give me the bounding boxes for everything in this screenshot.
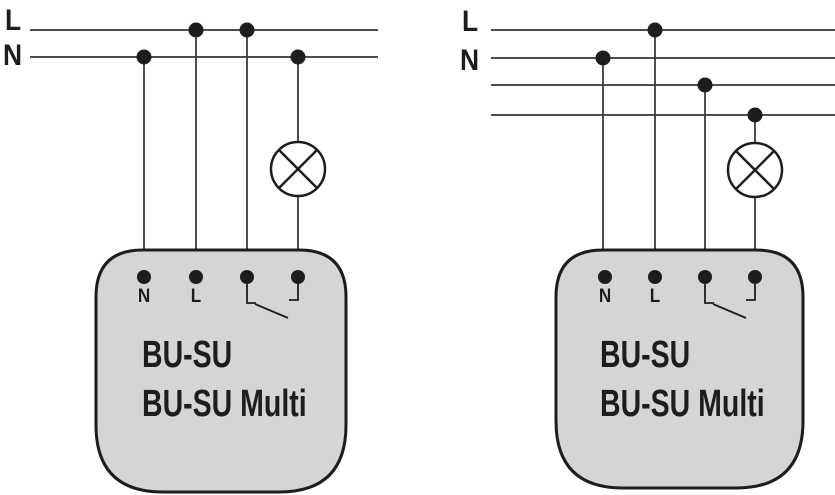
left-bus-label-n: N	[3, 39, 23, 72]
terminal-dot-n	[598, 270, 612, 284]
lamp-icon	[269, 140, 327, 198]
switch-fixed-contact-right	[289, 284, 299, 301]
right-device-name: BU-SU BU-SU Multi	[600, 331, 765, 429]
switch-blade	[254, 303, 289, 319]
right-bus-label-l: L	[462, 5, 479, 38]
right-terminal-label-l: L	[649, 286, 661, 307]
left-terminal-label-l: L	[190, 286, 202, 307]
device-name-line2: BU-SU Multi	[600, 383, 765, 425]
right-junction-dots	[595, 22, 763, 123]
switch-contact-icon	[704, 284, 756, 319]
junction-dot	[188, 22, 204, 38]
right-bus-label-n: N	[460, 44, 480, 77]
junction-dot	[136, 49, 152, 65]
junction-dot	[647, 22, 663, 38]
lamp-cross-stroke	[735, 150, 775, 190]
right-diagram	[491, 22, 835, 490]
terminal-dot-switch-in	[240, 270, 254, 284]
terminal-dot-l	[648, 270, 662, 284]
right-terminal-label-n: N	[598, 286, 612, 307]
terminal-dot-switch-in	[698, 270, 712, 284]
junction-dot	[697, 77, 713, 93]
device-body	[554, 248, 805, 490]
right-terminal-dots	[598, 270, 762, 284]
left-device-name: BU-SU BU-SU Multi	[142, 331, 307, 429]
switch-fixed-contact-left	[704, 284, 714, 304]
left-bus-label-l: L	[5, 4, 22, 37]
junction-dot	[290, 49, 306, 65]
device-name-line2: BU-SU Multi	[142, 383, 307, 425]
device-name-line1: BU-SU	[142, 334, 233, 376]
right-wires	[602, 30, 756, 277]
junction-dot	[239, 22, 255, 38]
left-terminal-dots	[137, 270, 305, 284]
junction-dot	[747, 107, 763, 123]
terminal-dot-l	[189, 270, 203, 284]
device-body	[94, 248, 348, 494]
switch-blade	[712, 303, 747, 319]
lamp-cross-stroke	[278, 149, 318, 189]
terminal-dot-switch-out	[291, 270, 305, 284]
left-junction-dots	[136, 22, 306, 65]
lamp-icon	[726, 141, 784, 199]
left-diagram	[30, 22, 378, 494]
left-terminal-label-n: N	[137, 286, 151, 307]
device-name-line1: BU-SU	[600, 334, 691, 376]
junction-dot	[595, 50, 611, 66]
left-wires	[143, 30, 299, 277]
switch-contact-icon	[246, 284, 299, 319]
switch-fixed-contact-left	[246, 284, 256, 304]
switch-fixed-contact-right	[746, 284, 756, 301]
terminal-dot-n	[137, 270, 151, 284]
terminal-dot-switch-out	[748, 270, 762, 284]
